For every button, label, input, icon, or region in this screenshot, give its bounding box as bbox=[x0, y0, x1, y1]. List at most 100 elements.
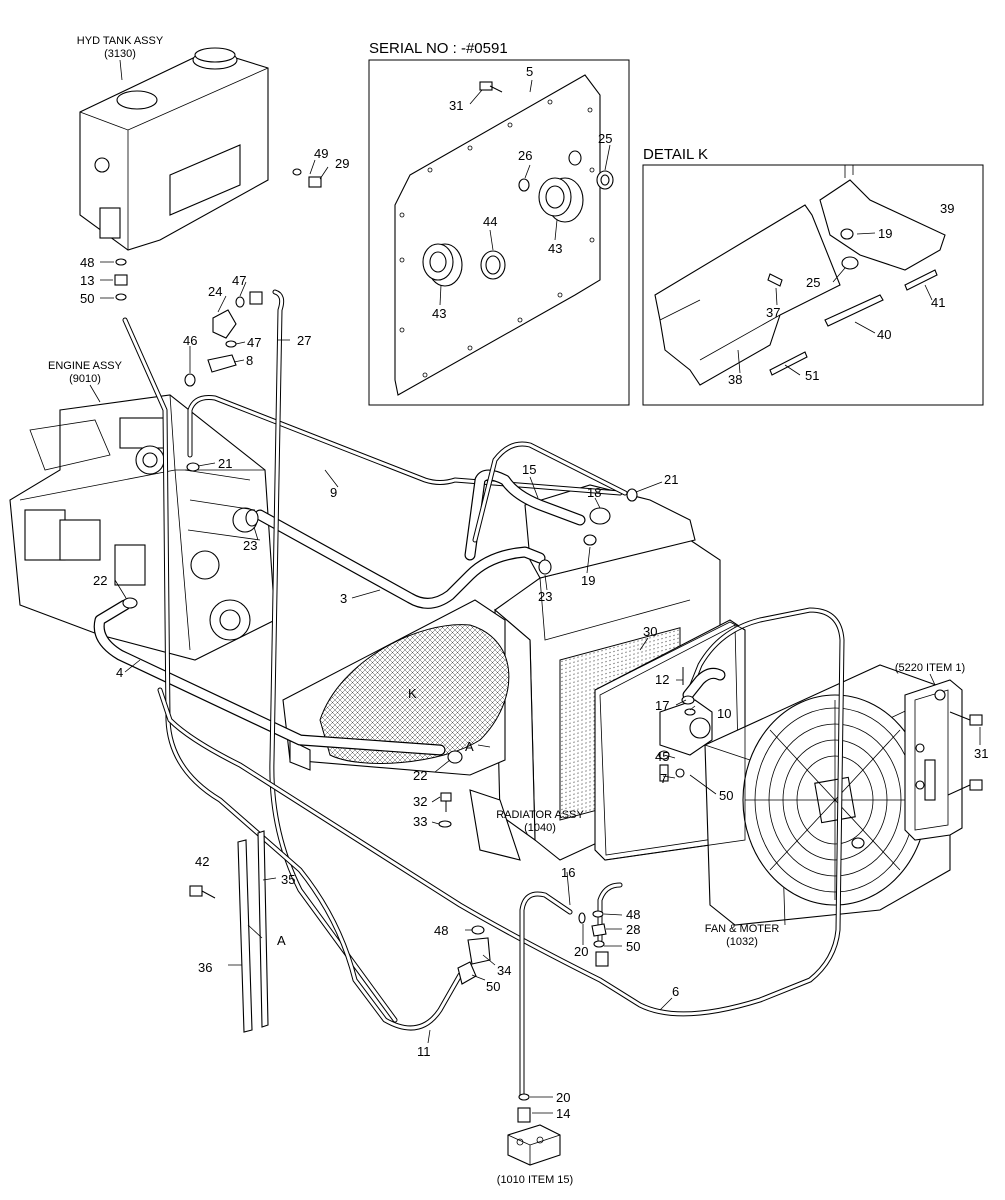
callout-50-right: 50 bbox=[626, 939, 640, 954]
detail-k-title: DETAIL K bbox=[643, 146, 708, 163]
grommet-19-detail bbox=[840, 228, 854, 240]
callout-23-right: 23 bbox=[538, 589, 552, 604]
clamp-26 bbox=[518, 178, 530, 192]
serial-box-title: SERIAL NO : -#0591 bbox=[369, 40, 508, 57]
engine-name: ENGINE ASSY bbox=[48, 360, 123, 372]
radiator-shroud: K bbox=[282, 599, 510, 776]
callout-22-engine: 22 bbox=[93, 573, 107, 588]
callout-46: 46 bbox=[183, 333, 197, 348]
callout-35: 35 bbox=[281, 872, 295, 887]
grommet-lower bbox=[422, 243, 463, 287]
fan-motor: FAN & MOTER (1032) bbox=[704, 664, 951, 948]
callout-a-radiator: A bbox=[465, 739, 474, 754]
callout-10: 10 bbox=[717, 706, 731, 721]
bracket-39 bbox=[819, 179, 946, 271]
callout-48-right: 48 bbox=[626, 907, 640, 922]
callout-42: 42 bbox=[195, 854, 209, 869]
seal-40 bbox=[824, 294, 884, 327]
oring-49 bbox=[292, 168, 302, 176]
callout-27: 27 bbox=[297, 333, 311, 348]
callout-19-main: 19 bbox=[581, 573, 595, 588]
callout-5: 5 bbox=[526, 64, 533, 79]
callout-43-lower: 43 bbox=[432, 306, 446, 321]
hyd-tank-name: HYD TANK ASSY bbox=[77, 35, 164, 47]
callout-49: 49 bbox=[314, 146, 328, 161]
bolt-31-serial bbox=[479, 81, 503, 93]
seal-41 bbox=[904, 269, 938, 291]
callout-47-bottom: 47 bbox=[247, 335, 261, 350]
callout-3: 3 bbox=[340, 591, 347, 606]
hydraulic-tank: HYD TANK ASSY (3130) 49 29 bbox=[77, 35, 349, 251]
callout-34: 34 bbox=[497, 963, 511, 978]
callout-40: 40 bbox=[877, 327, 891, 342]
callout-36: 36 bbox=[198, 960, 212, 975]
cap-plug bbox=[568, 150, 582, 166]
gasket-plate bbox=[394, 74, 601, 396]
callout-51: 51 bbox=[805, 368, 819, 383]
callout-33: 33 bbox=[413, 814, 427, 829]
grommet-25-detail bbox=[841, 256, 859, 270]
callout-39: 39 bbox=[940, 201, 954, 216]
serial-detail-box: SERIAL NO : -#0591 bbox=[368, 40, 630, 406]
tank-fittings: 48 13 50 bbox=[80, 255, 128, 306]
callout-23-engine: 23 bbox=[243, 538, 257, 553]
callout-26: 26 bbox=[518, 148, 532, 163]
callout-16: 16 bbox=[561, 865, 575, 880]
callout-28: 28 bbox=[626, 922, 640, 937]
callout-44: 44 bbox=[483, 214, 497, 229]
callout-30: 30 bbox=[643, 624, 657, 639]
callout-6: 6 bbox=[672, 984, 679, 999]
callout-48-center: 48 bbox=[434, 923, 448, 938]
callout-20-bottom: 20 bbox=[556, 1090, 570, 1105]
callout-20-mid: 20 bbox=[574, 944, 588, 959]
callout-8: 8 bbox=[246, 353, 253, 368]
callout-7: 7 bbox=[660, 771, 667, 786]
callout-25-detail: 25 bbox=[806, 275, 820, 290]
callout-50-motor: 50 bbox=[719, 788, 733, 803]
leader-lines bbox=[114, 281, 717, 1114]
gasket-bolt-holes bbox=[399, 99, 595, 378]
callout-9: 9 bbox=[330, 485, 337, 500]
fittings: (1010 ITEM 15) bbox=[122, 291, 713, 1186]
callout-41: 41 bbox=[931, 295, 945, 310]
callout-29: 29 bbox=[335, 156, 349, 171]
callout-13: 13 bbox=[80, 273, 94, 288]
callout-50-tank: 50 bbox=[80, 291, 94, 306]
engine-code: (9010) bbox=[69, 373, 101, 385]
callout-24: 24 bbox=[208, 284, 222, 299]
tank-plug-29 bbox=[308, 176, 322, 188]
callout-38: 38 bbox=[728, 372, 742, 387]
engine: ENGINE ASSY (9010) bbox=[9, 360, 276, 661]
callout-14: 14 bbox=[556, 1106, 570, 1121]
callout-31-serial: 31 bbox=[449, 98, 463, 113]
callout-45: 45 bbox=[655, 749, 669, 764]
bolt-37 bbox=[767, 273, 783, 287]
callouts: 24 47 47 8 46 27 21 23 22 9 3 4 15 18 21… bbox=[93, 273, 733, 1121]
hyd-tank-code: (3130) bbox=[104, 48, 136, 60]
grommet-25-serial bbox=[596, 170, 614, 190]
radiator-name: RADIATOR ASSY bbox=[496, 809, 584, 821]
bolts-31-bracket: 31 bbox=[947, 711, 988, 796]
bracket-38 bbox=[654, 204, 841, 386]
hose-lines bbox=[93, 289, 845, 1098]
grommet-upper bbox=[538, 177, 584, 223]
callout-k: K bbox=[408, 686, 417, 701]
callout-50-center: 50 bbox=[486, 979, 500, 994]
callout-18: 18 bbox=[587, 485, 601, 500]
callout-31-bracket: 31 bbox=[974, 746, 988, 761]
callout-22-right: 22 bbox=[413, 768, 427, 783]
callout-47-top: 47 bbox=[232, 273, 246, 288]
callout-19-detail: 19 bbox=[878, 226, 892, 241]
seal-strips bbox=[228, 830, 277, 1033]
fan-code: (1032) bbox=[726, 936, 758, 948]
detail-k-box: DETAIL K 39 19 25 41 37 40 51 38 bbox=[642, 146, 984, 406]
callout-37: 37 bbox=[766, 305, 780, 320]
callout-32: 32 bbox=[413, 794, 427, 809]
item5220-label: (5220 ITEM 1) bbox=[895, 662, 965, 674]
radiator-code: (1040) bbox=[524, 822, 556, 834]
callout-11: 11 bbox=[417, 1044, 431, 1059]
callout-15: 15 bbox=[522, 462, 536, 477]
seal-51 bbox=[769, 351, 808, 376]
item1010-label: (1010 ITEM 15) bbox=[497, 1174, 573, 1186]
